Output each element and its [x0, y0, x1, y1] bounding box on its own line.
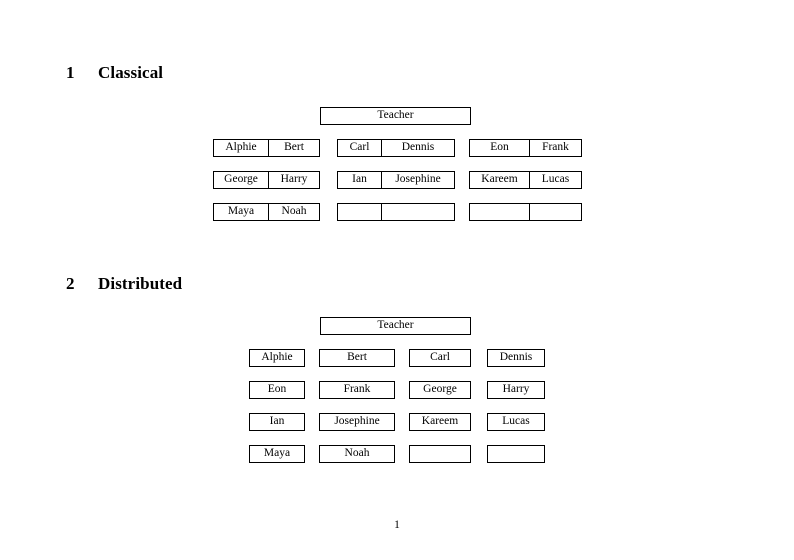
student-cell: Eon: [490, 141, 509, 154]
student-cell-empty: [470, 204, 529, 220]
student-pair-row-empty: [469, 203, 582, 221]
student-box-empty: [409, 445, 471, 463]
section-number: 1: [66, 63, 75, 82]
page-number: 1: [394, 519, 400, 531]
student-box: Lucas: [487, 413, 545, 431]
student-box: Ian: [249, 413, 305, 431]
student-box: Dennis: [487, 349, 545, 367]
student-box-empty: [487, 445, 545, 463]
student-box: Bert: [319, 349, 395, 367]
section-number: 2: [66, 274, 75, 293]
student-cell: George: [224, 173, 258, 186]
section-heading-distributed: 2 Distributed: [66, 274, 182, 294]
student-cell: Josephine: [381, 172, 454, 188]
student-pair-row: Maya Noah: [213, 203, 320, 221]
student-cell-empty: [338, 204, 381, 220]
student-box: Carl: [409, 349, 471, 367]
student-pair-row: George Harry: [213, 171, 320, 189]
student-box: Noah: [319, 445, 395, 463]
student-box: Harry: [487, 381, 545, 399]
student-box: Josephine: [319, 413, 395, 431]
student-pair-row: Carl Dennis: [337, 139, 455, 157]
student-box: Frank: [319, 381, 395, 399]
student-cell: Kareem: [481, 173, 518, 186]
student-pair-row: Eon Frank: [469, 139, 582, 157]
student-pair-row: Kareem Lucas: [469, 171, 582, 189]
section-heading-classical: 1 Classical: [66, 63, 163, 83]
teacher-box-classical: Teacher: [320, 107, 471, 125]
student-cell: Frank: [529, 140, 581, 156]
student-cell: Maya: [227, 205, 255, 218]
student-cell-empty: [529, 204, 581, 220]
student-cell: Lucas: [529, 172, 581, 188]
student-cell: Bert: [268, 140, 319, 156]
section-title: Distributed: [98, 274, 183, 293]
student-box: Maya: [249, 445, 305, 463]
student-box: Eon: [249, 381, 305, 399]
student-cell: Dennis: [381, 140, 454, 156]
student-pair-row: Ian Josephine: [337, 171, 455, 189]
student-box: Kareem: [409, 413, 471, 431]
student-cell: Alphie: [225, 141, 257, 154]
student-cell-empty: [381, 204, 454, 220]
student-pair-row-empty: [337, 203, 455, 221]
student-cell: Noah: [268, 204, 319, 220]
student-box: Alphie: [249, 349, 305, 367]
section-title: Classical: [98, 63, 164, 82]
student-cell: Ian: [352, 173, 367, 186]
teacher-box-distributed: Teacher: [320, 317, 471, 335]
student-cell: Harry: [268, 172, 319, 188]
student-cell: Carl: [349, 141, 370, 154]
student-pair-row: Alphie Bert: [213, 139, 320, 157]
student-box: George: [409, 381, 471, 399]
